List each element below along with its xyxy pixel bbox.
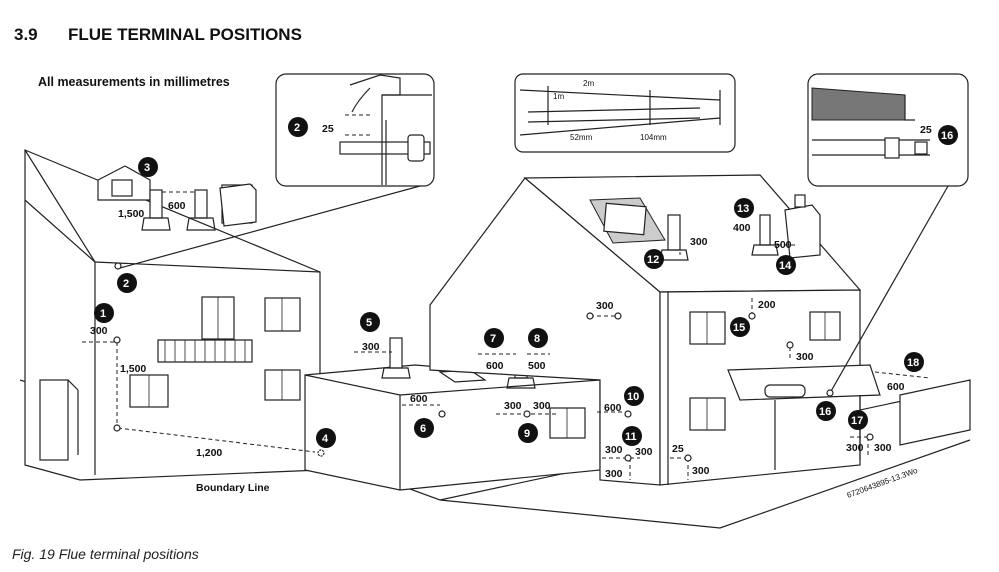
badge-16-inset: 16	[938, 125, 958, 145]
inset-pipe: 2m 1m 52mm 104mm	[514, 73, 736, 153]
badge-2: 2	[288, 117, 308, 137]
dim-600-10: 600	[604, 402, 622, 414]
dim-300-11a: 300	[605, 444, 623, 456]
svg-text:3: 3	[144, 162, 150, 174]
badge-9: 9	[518, 423, 538, 443]
dim-200-15: 200	[758, 299, 776, 311]
dim-300-ground: 300	[692, 465, 710, 477]
badge-4: 4	[316, 428, 336, 448]
dim-300-15b: 300	[796, 351, 814, 363]
dim-25-ground: 25	[672, 443, 684, 455]
dim-300-11b: 300	[635, 446, 653, 458]
svg-text:7: 7	[490, 333, 496, 345]
dim-300-5: 300	[362, 341, 380, 353]
boundary-line-label: Boundary Line	[196, 482, 270, 494]
svg-text:10: 10	[627, 391, 639, 403]
dim-300-1: 300	[90, 325, 108, 337]
svg-text:12: 12	[647, 254, 659, 266]
badge-18: 18	[904, 352, 924, 372]
badge-7: 7	[484, 328, 504, 348]
left-house	[24, 149, 321, 481]
dim-25-inset2: 25	[322, 123, 334, 135]
badge-14: 14	[776, 255, 796, 275]
badge-17: 17	[848, 410, 868, 430]
badge-3: 3	[138, 157, 158, 177]
dim-500-8: 500	[528, 360, 546, 372]
svg-text:6: 6	[420, 423, 426, 435]
badge-16: 16	[816, 401, 836, 421]
dim-104mm: 104mm	[640, 133, 667, 142]
badge-1: 1	[94, 303, 114, 323]
right-house	[429, 174, 971, 486]
dim-300-17a: 300	[846, 442, 864, 454]
badge-13: 13	[734, 198, 754, 218]
svg-text:5: 5	[366, 317, 372, 329]
badge-8: 8	[528, 328, 548, 348]
dimension-labels: 300 1,500 1,200 1,500 600 300 600 600 50…	[90, 200, 905, 480]
svg-text:13: 13	[737, 203, 749, 215]
inset-2: 25	[275, 73, 435, 187]
svg-text:17: 17	[851, 415, 863, 427]
badge-6: 6	[414, 418, 434, 438]
svg-text:16: 16	[819, 406, 831, 418]
badge-12: 12	[644, 249, 664, 269]
svg-text:8: 8	[534, 333, 540, 345]
dim-300-9b: 300	[533, 400, 551, 412]
svg-text:15: 15	[733, 322, 745, 334]
badge-15: 15	[730, 317, 750, 337]
svg-text:4: 4	[322, 433, 329, 445]
dim-2m: 2m	[583, 79, 594, 88]
inset-16: 25	[807, 73, 969, 187]
dim-600-7: 600	[486, 360, 504, 372]
dim-1500-1: 1,500	[120, 363, 146, 375]
dim-1m: 1m	[553, 92, 564, 101]
terminals	[113, 262, 874, 462]
svg-text:9: 9	[524, 428, 530, 440]
svg-text:16: 16	[941, 130, 953, 142]
dim-300-11c: 300	[605, 468, 623, 480]
dim-500-14: 500	[774, 239, 792, 251]
badge-5: 5	[360, 312, 380, 332]
dim-600-18: 600	[887, 381, 905, 393]
svg-text:18: 18	[907, 357, 919, 369]
dimension-lines	[82, 185, 931, 480]
svg-text:11: 11	[625, 431, 637, 443]
dim-300-17b: 300	[874, 442, 892, 454]
terminal-badges: 1 2 2 3 4 5 6 7 8 9 10 11 12 13 14 15 16…	[94, 117, 958, 448]
dim-1500-3: 1,500	[118, 208, 144, 220]
badge-2b: 2	[117, 273, 137, 293]
section-number: 3.9	[14, 25, 38, 44]
dim-600-3: 600	[168, 200, 186, 212]
dim-1200: 1,200	[196, 447, 222, 459]
badge-10: 10	[624, 386, 644, 406]
dim-600-6: 600	[410, 393, 428, 405]
dim-300-9a: 300	[504, 400, 522, 412]
dim-25-inset16: 25	[920, 124, 932, 136]
figure-caption: Fig. 19 Flue terminal positions	[12, 546, 199, 562]
measurement-note: All measurements in millimetres	[38, 75, 230, 89]
svg-text:2: 2	[294, 122, 300, 134]
badge-11: 11	[622, 426, 642, 446]
section-title: FLUE TERMINAL POSITIONS	[68, 25, 302, 44]
dim-300-12: 300	[690, 236, 708, 248]
svg-text:2: 2	[123, 278, 129, 290]
dim-52mm: 52mm	[570, 133, 593, 142]
section-header: 3.9 FLUE TERMINAL POSITIONS	[14, 25, 302, 45]
svg-text:14: 14	[779, 260, 792, 272]
dim-400-13: 400	[733, 222, 751, 234]
dim-300-top: 300	[596, 300, 614, 312]
svg-text:1: 1	[100, 308, 106, 320]
